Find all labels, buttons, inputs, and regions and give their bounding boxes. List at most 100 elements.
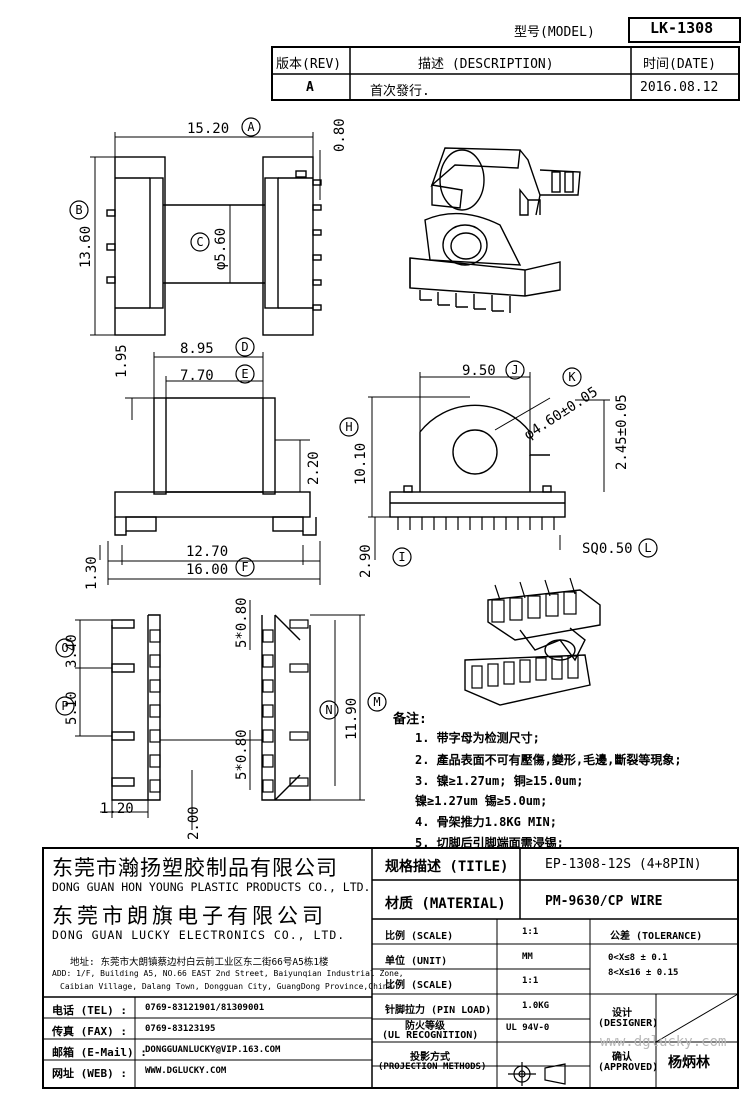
fax-label: 传真 (FAX) : [52,1025,127,1038]
note-1: 1. 带字母为检测尺寸; [415,731,540,745]
dim-sq050: SQ0.50 [582,541,633,557]
ul-label-en: (UL RECOGNITION) [382,1030,479,1041]
spec-title-label: 规格描述 (TITLE) [385,859,509,875]
company-address-en2: Caibian Village, Dalang Town, Dongguan C… [60,982,393,991]
dim-1600: 16.00 [186,562,228,578]
dim-200: 2.00 [186,806,202,840]
note-4: 4. 骨架推力1.8KG MIN; [415,815,557,829]
company-name-2: 东莞市朗旗电子有限公司 [52,904,327,928]
company-address-cn: 地址: 东莞市大朗镇蔡边村白云前工业区东二街66号A5栋1楼 [70,957,329,968]
ul-label-cn: 防火等级 [405,1021,445,1032]
marker-i: I [398,550,405,564]
designer-label-cn: 设计 [612,1008,632,1019]
dim-950: 9.50 [462,363,496,379]
projection-label-cn: 投影方式 [410,1052,450,1063]
marker-n: N [325,703,332,717]
model-value: LK-1308 [650,19,714,37]
dim-290: 2.90 [358,544,374,578]
dim-510: 5.10 [64,691,80,725]
marker-h: H [345,420,352,434]
marker-l: L [644,541,651,555]
unit-value: MM [522,952,533,962]
dimension-labels: 15.20 0.80 13.60 φ5.60 8.95 7.70 1.95 2.… [64,118,633,840]
dim-1520: 15.20 [187,121,229,137]
dim-1010: 10.10 [353,443,369,485]
iso-view-top [409,147,581,313]
dim-5x080-top: 5*0.80 [234,597,250,648]
revision-table [271,46,740,101]
approved-value: 杨炳林 [668,1055,710,1071]
date-value: 2016.08.12 [640,80,719,95]
watermark: www.dglucky.com [600,1034,727,1050]
top-view [90,132,322,336]
marker-o: O [61,641,68,655]
marker-p: P [61,699,68,713]
tel-label: 电话 (TEL) : [52,1004,127,1017]
dim-5x080-bottom: 5*0.80 [234,729,250,780]
dim-080: 0.80 [332,118,348,152]
pin-load-value: 1.0KG [522,1001,550,1011]
marker-a: A [247,120,255,134]
front-view [99,352,321,585]
web-label: 网址 (WEB) : [52,1067,127,1080]
scale-value: 1:1 [522,927,539,937]
desc-value: 首次發行. [370,84,430,99]
model-box [628,17,741,43]
mail-label: 邮箱 (E-Mail) : [52,1046,147,1059]
scale-label: 比例 (SCALE) [385,931,454,942]
note-3: 3. 镍≥1.27um; 铜≥15.0um; [415,774,584,788]
marker-m: M [373,695,380,709]
dim-560: φ5.60 [213,228,229,270]
side-view [368,372,610,560]
unit-label: 单位 (UNIT) [385,956,448,967]
dim-770: 7.70 [180,368,214,384]
dim-895: 8.95 [180,341,214,357]
marker-circles [55,117,658,720]
marker-k: K [568,370,576,384]
tel-value: 0769-83121901/81309001 [145,1003,265,1013]
company-name-1: 东莞市瀚扬塑胶制品有限公司 [52,856,338,880]
projection-symbol [508,1062,566,1086]
dim-460: φ4.60±0.05 [521,384,600,443]
marker-c: C [196,235,203,249]
approved-label-en: (APPROVED) [598,1062,659,1073]
bottom-view-b [160,600,365,801]
company-name-2-en: DONG GUAN LUCKY ELECTRONICS CO., LTD. [52,928,346,942]
dim-130: 1.30 [84,556,100,590]
dim-1360: 13.60 [78,226,94,268]
model-label: 型号(MODEL) [514,25,595,40]
bottom-view-a [75,614,193,830]
notes-title: 备注: [393,712,427,727]
spec-material-value: PM-9630/CP WIRE [545,894,663,909]
dim-1270: 12.70 [186,544,228,560]
spec-title-value: EP-1308-12S (4+8PIN) [545,857,702,872]
spec-material-label: 材质 (MATERIAL) [385,896,506,912]
marker-f: F [241,560,248,574]
scale2-value: 1:1 [522,976,539,986]
dim-245: 2.45±0.05 [614,394,630,470]
marker-letters: A B C D E F H I J K L M N O P [61,120,651,717]
web-value[interactable]: WWW.DGLUCKY.COM [145,1066,227,1076]
date-label: 时间(DATE) [643,57,716,72]
designer-label-en: (DESIGNER) [598,1018,659,1029]
company-address-en1: ADD: 1/F, Building A5, NO.66 EAST 2nd St… [52,969,404,978]
mail-value[interactable]: DONGGUANLUCKY@VIP.163.COM [145,1045,281,1055]
marker-b: B [75,203,82,217]
fax-value: 0769-83123195 [145,1024,216,1034]
note-2: 2. 產品表面不可有壓傷,變形,毛邊,斷裂等現象; [415,753,682,767]
desc-label: 描述 (DESCRIPTION) [418,57,554,72]
iso-view-bottom [464,577,601,706]
note-3b: 镍≥1.27um 锡≥5.0um; [415,794,548,808]
note-5: 5. 切脚后引脚端面需浸锡; [415,836,564,850]
ul-value: UL 94V-0 [506,1023,550,1033]
tolerance-label: 公差 (TOLERANCE) [610,931,703,942]
tolerance-row-2: 8<X≤16 ± 0.15 [608,968,679,978]
scale2-label: 比例 (SCALE) [385,980,454,991]
rev-value: A [306,80,314,95]
approved-label-cn: 确认 [612,1052,632,1063]
dim-120: 1.20 [100,801,134,817]
tolerance-row-1: 0<X≤8 ± 0.1 [608,953,668,963]
dim-1190: 11.90 [344,698,360,740]
marker-d: D [241,340,248,354]
marker-j: J [511,363,518,377]
